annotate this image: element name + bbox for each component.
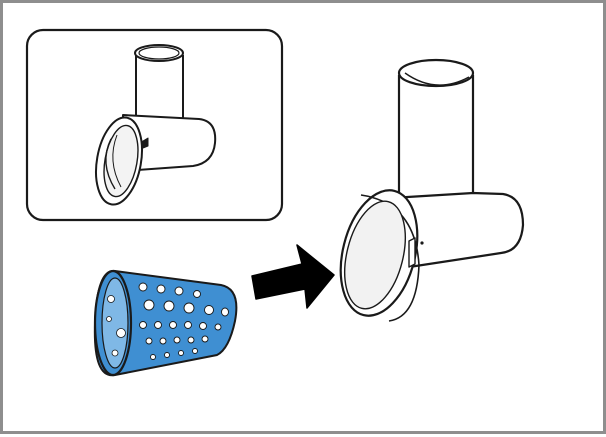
housing-latch xyxy=(408,237,416,268)
insert-arrow-icon xyxy=(251,244,335,309)
grater-housing xyxy=(339,58,525,322)
housing-feed-opening xyxy=(397,58,475,88)
drum-perforations xyxy=(138,282,229,360)
housing-opening xyxy=(344,200,406,310)
illustration-canvas xyxy=(25,28,525,377)
grating-drum xyxy=(93,269,238,377)
inset-panel xyxy=(25,28,284,222)
inset-housing-icon xyxy=(95,44,217,206)
